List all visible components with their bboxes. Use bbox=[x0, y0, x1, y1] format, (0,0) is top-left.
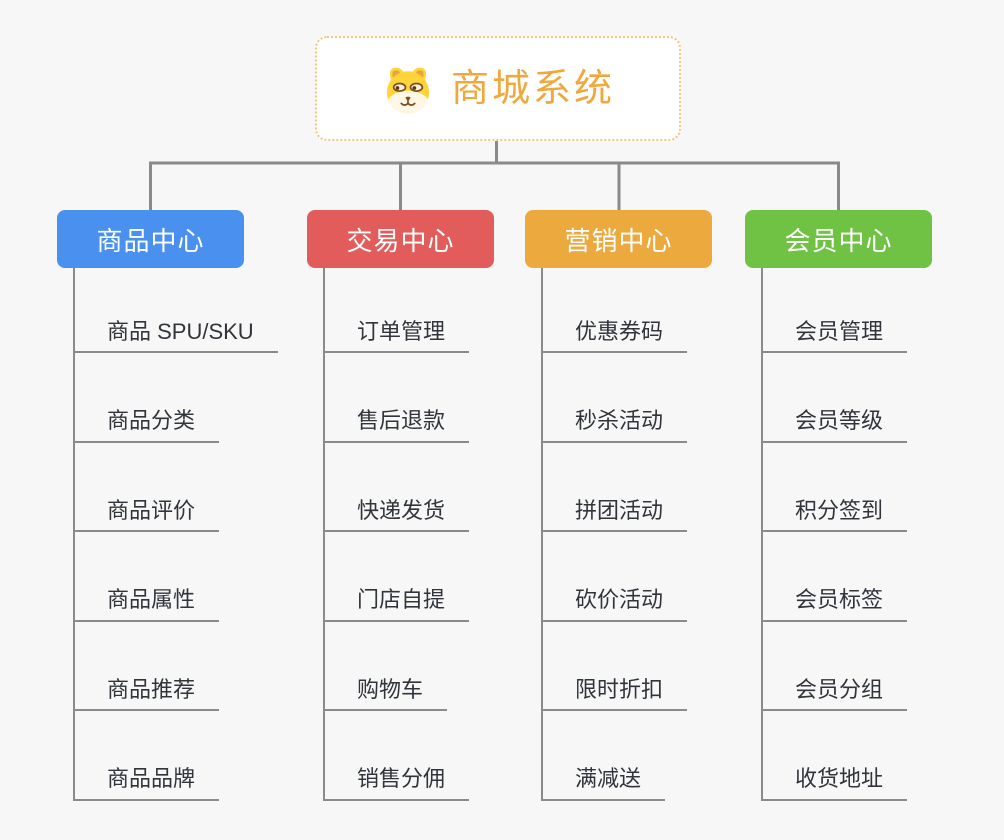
tree-node-item: 门店自提 bbox=[325, 532, 470, 622]
tree-node-label[interactable]: 购物车 bbox=[325, 676, 448, 711]
tree-node-label[interactable]: 商品属性 bbox=[75, 586, 220, 622]
tree-node-item: 满减送 bbox=[543, 711, 687, 801]
tree-node-label[interactable]: 订单管理 bbox=[325, 318, 470, 353]
tree-node-item: 限时折扣 bbox=[543, 622, 688, 711]
tree-node-item: 商品品牌 bbox=[75, 711, 278, 801]
branch-column-4: 会员中心 会员管理 会员等级 积分签到 会员标签 会员分组 收货地址 bbox=[745, 210, 932, 801]
tree-node-label[interactable]: 商品评价 bbox=[75, 497, 220, 532]
tree-node-item: 商品评价 bbox=[75, 443, 278, 532]
tree-node-item: 销售分佣 bbox=[325, 711, 470, 801]
tree-node-label[interactable]: 会员标签 bbox=[763, 586, 908, 622]
branch-header[interactable]: 商品中心 bbox=[57, 210, 244, 268]
tree-node-label[interactable]: 商品品牌 bbox=[75, 765, 220, 801]
tree-node-label[interactable]: 收货地址 bbox=[763, 765, 908, 801]
tree-node-label[interactable]: 优惠券码 bbox=[543, 318, 688, 353]
tree-node-item: 收货地址 bbox=[763, 711, 908, 801]
tree-node-label[interactable]: 限时折扣 bbox=[543, 676, 688, 711]
tree-node-item: 拼团活动 bbox=[543, 443, 688, 532]
tree-node-label[interactable]: 售后退款 bbox=[325, 407, 470, 443]
tree-node-label[interactable]: 满减送 bbox=[543, 765, 666, 801]
tree-node-item: 商品 SPU/SKU bbox=[75, 268, 278, 353]
tree-node-item: 快递发货 bbox=[325, 443, 470, 532]
tree-node-label[interactable]: 商品推荐 bbox=[75, 676, 220, 711]
tree-node-item: 秒杀活动 bbox=[543, 353, 688, 443]
tree-node-label[interactable]: 砍价活动 bbox=[543, 586, 688, 622]
branch-column-3: 营销中心 优惠券码 秒杀活动 拼团活动 砍价活动 限时折扣 满减送 bbox=[525, 210, 712, 801]
tree-node-item: 订单管理 bbox=[325, 268, 470, 353]
branch-label: 会员中心 bbox=[784, 225, 893, 256]
tree-node-item: 售后退款 bbox=[325, 353, 470, 443]
tree-node-label[interactable]: 商品 SPU/SKU bbox=[75, 318, 278, 353]
tree-node-item: 会员等级 bbox=[763, 353, 908, 443]
branch-items: 订单管理 售后退款 快递发货 门店自提 购物车 销售分佣 bbox=[323, 268, 470, 801]
tree-node-label[interactable]: 拼团活动 bbox=[543, 497, 688, 532]
doge-face-icon bbox=[381, 62, 435, 116]
tree-node-label[interactable]: 快递发货 bbox=[325, 497, 470, 532]
tree-node-item: 优惠券码 bbox=[543, 268, 688, 353]
tree-node-item: 商品分类 bbox=[75, 353, 278, 443]
tree-node-label[interactable]: 商品分类 bbox=[75, 407, 220, 443]
tree-node-label[interactable]: 门店自提 bbox=[325, 586, 470, 622]
tree-node-item: 会员分组 bbox=[763, 622, 908, 711]
branch-header[interactable]: 会员中心 bbox=[745, 210, 932, 268]
tree-node-item: 会员管理 bbox=[763, 268, 908, 353]
tree-node-label[interactable]: 秒杀活动 bbox=[543, 407, 688, 443]
tree-node-label[interactable]: 销售分佣 bbox=[325, 765, 470, 801]
tree-node-item: 砍价活动 bbox=[543, 532, 688, 622]
tree-node-item: 商品属性 bbox=[75, 532, 278, 622]
branch-header[interactable]: 交易中心 bbox=[307, 210, 494, 268]
tree-node-label[interactable]: 会员等级 bbox=[763, 407, 908, 443]
branch-column-2: 交易中心 订单管理 售后退款 快递发货 门店自提 购物车 销售分佣 bbox=[307, 210, 494, 801]
tree-node-label[interactable]: 会员分组 bbox=[763, 676, 908, 711]
tree-node-item: 会员标签 bbox=[763, 532, 908, 622]
tree-node-item: 积分签到 bbox=[763, 443, 908, 532]
tree-node-label[interactable]: 会员管理 bbox=[763, 318, 908, 353]
branch-items: 优惠券码 秒杀活动 拼团活动 砍价活动 限时折扣 满减送 bbox=[541, 268, 688, 801]
tree-node-item: 购物车 bbox=[325, 622, 469, 711]
branch-label: 交易中心 bbox=[346, 225, 455, 256]
branch-column-1: 商品中心 商品 SPU/SKU 商品分类 商品评价 商品属性 商品推荐 商品品牌 bbox=[57, 210, 278, 801]
tree-node-item: 商品推荐 bbox=[75, 622, 278, 711]
branch-items: 商品 SPU/SKU 商品分类 商品评价 商品属性 商品推荐 商品品牌 bbox=[73, 268, 278, 801]
root-title: 商城系统 bbox=[450, 67, 615, 110]
branch-header[interactable]: 营销中心 bbox=[525, 210, 712, 268]
root-node[interactable]: 商城系统 bbox=[315, 36, 681, 141]
tree-node-label[interactable]: 积分签到 bbox=[763, 497, 908, 532]
branch-label: 商品中心 bbox=[96, 225, 205, 256]
branch-label: 营销中心 bbox=[564, 225, 673, 256]
branch-items: 会员管理 会员等级 积分签到 会员标签 会员分组 收货地址 bbox=[761, 268, 908, 801]
